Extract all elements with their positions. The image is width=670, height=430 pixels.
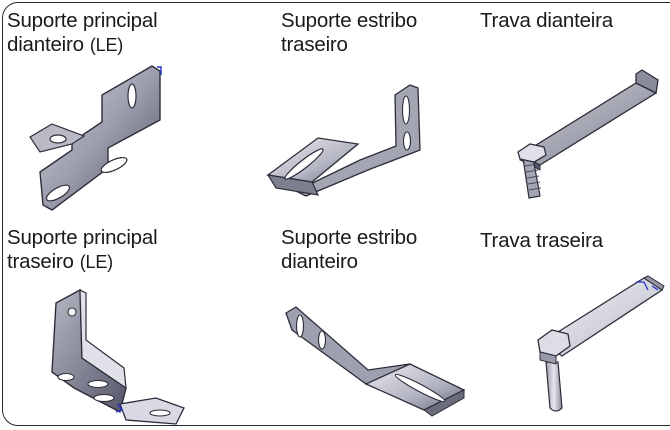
main-rear-bracket-image	[0, 0, 220, 430]
label-lock-rear: Trava traseira	[480, 229, 603, 252]
stirrup-rear-bracket-image	[0, 0, 460, 210]
front-lock-image	[517, 69, 659, 199]
label-main-front: Suporte principal dianteiro(LE)	[7, 9, 158, 56]
label-stirrup-rear: Suporte estribo traseiro	[281, 9, 418, 56]
main-front-bracket-image	[0, 0, 200, 220]
stirrup-front-bracket-image	[285, 306, 466, 417]
label-lock-front: Trava dianteira	[480, 9, 613, 32]
label-stirrup-front: Suporte estribo dianteiro	[281, 226, 418, 273]
label-main-rear: Suporte principal traseiro(LE)	[7, 226, 158, 273]
